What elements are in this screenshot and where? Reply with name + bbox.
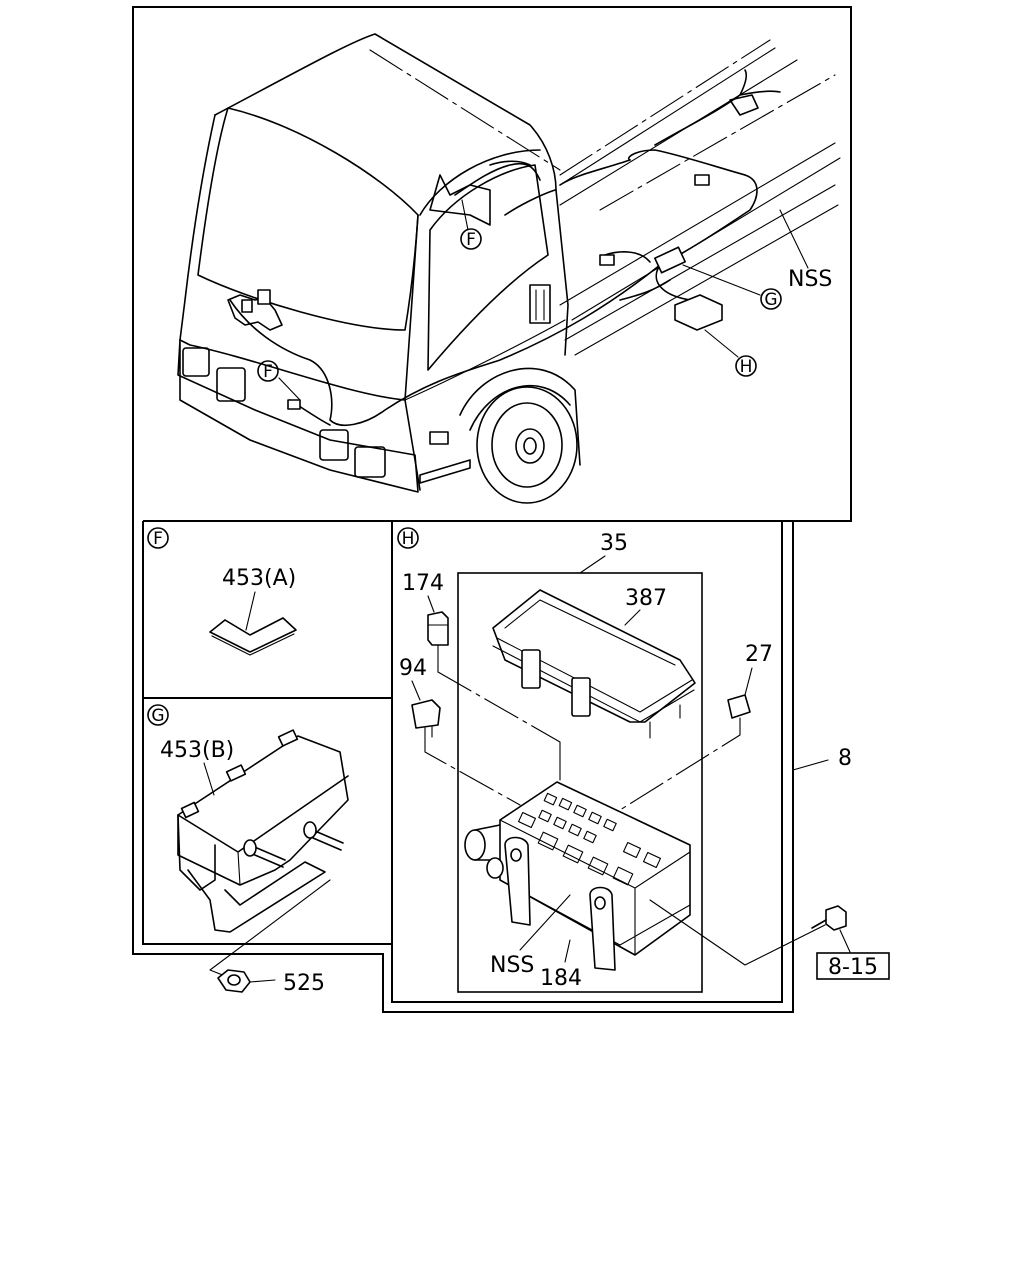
label-525: 525 [283, 971, 325, 996]
leader-8 [792, 759, 829, 771]
label-387: 387 [625, 586, 667, 611]
svg-text:H: H [402, 529, 415, 549]
label-453b: 453(B) [160, 738, 234, 763]
svg-text:F: F [263, 362, 273, 382]
callout-f-cab: F [460, 228, 482, 250]
svg-text:G: G [151, 706, 164, 726]
label-35: 35 [600, 531, 628, 556]
nut-525: 525 [217, 969, 325, 996]
label-174: 174 [402, 571, 444, 596]
diagram-frames [132, 6, 852, 1013]
truck-cab-illustration [177, 33, 841, 504]
ref-8-15: 8-15 [828, 955, 878, 980]
bolt-8-15: 8-15 [649, 899, 890, 980]
panel-g: G 453(B) [147, 704, 349, 979]
callout-g-top: G [760, 288, 782, 310]
svg-text:F: F [466, 230, 476, 250]
label-nss-bottom: NSS [490, 953, 534, 978]
fuse-slots [517, 792, 662, 886]
label-8: 8 [838, 746, 852, 771]
wiring-harness [227, 39, 836, 445]
svg-text:G: G [764, 290, 777, 310]
label-nss-top: NSS [788, 267, 832, 292]
panel-h: H 35 174 387 94 27 [397, 527, 773, 991]
label-27: 27 [745, 642, 773, 667]
label-453a: 453(A) [222, 566, 296, 591]
panel-f: F 453(A) [147, 527, 297, 656]
leader-lines [278, 199, 809, 401]
svg-text:H: H [740, 357, 753, 377]
svg-text:F: F [153, 529, 163, 549]
label-184: 184 [540, 966, 582, 991]
label-94: 94 [399, 656, 427, 681]
callout-f-front: F [257, 360, 279, 382]
callout-h-top: H [735, 355, 757, 377]
